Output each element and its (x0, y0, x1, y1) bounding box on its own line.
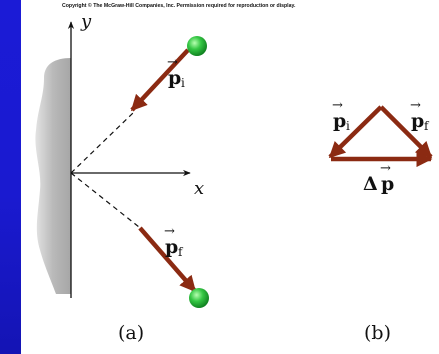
svg-text:i: i (346, 119, 350, 133)
panel-a-p-final-label: → p f (164, 224, 184, 259)
y-axis-label: y (80, 11, 92, 32)
p-final-arrow (138, 226, 197, 293)
svg-text:p: p (411, 110, 424, 132)
panel-a-p-initial-label: → p i (167, 55, 185, 90)
panel-b: → p i → p f → Δ p (b) (328, 98, 433, 344)
svg-text:i: i (181, 76, 185, 90)
svg-text:p: p (333, 110, 346, 132)
ball-initial (187, 36, 207, 56)
svg-text:→: → (164, 224, 175, 239)
p-initial-vector (328, 105, 383, 159)
panel-a: y x → p i → p f (a) (35, 11, 209, 344)
p-initial-arrow (130, 48, 190, 112)
svg-text:→: → (410, 98, 421, 113)
wall (35, 58, 71, 294)
p-final-vector (379, 105, 433, 159)
panel-a-caption: (a) (118, 322, 144, 344)
svg-text:p: p (381, 173, 394, 195)
panel-b-p-final-label: → p f (410, 98, 430, 133)
content-panel (21, 0, 439, 354)
outgoing-path-dashed (70, 172, 140, 228)
ball-final (189, 288, 209, 308)
svg-text:p: p (165, 236, 178, 258)
svg-text:→: → (380, 161, 391, 176)
svg-text:p: p (168, 67, 181, 89)
panel-b-caption: (b) (364, 322, 391, 344)
svg-text:f: f (178, 245, 184, 259)
panel-b-p-initial-label: → p i (332, 98, 350, 133)
svg-text:Δ: Δ (363, 173, 378, 195)
svg-text:→: → (332, 98, 343, 113)
x-axis-label: x (194, 178, 204, 199)
svg-text:→: → (167, 55, 178, 70)
copyright-notice: Copyright © The McGraw-Hill Companies, I… (62, 2, 296, 9)
panel-b-delta-p-label: → Δ p (363, 161, 394, 195)
svg-text:f: f (424, 119, 430, 133)
